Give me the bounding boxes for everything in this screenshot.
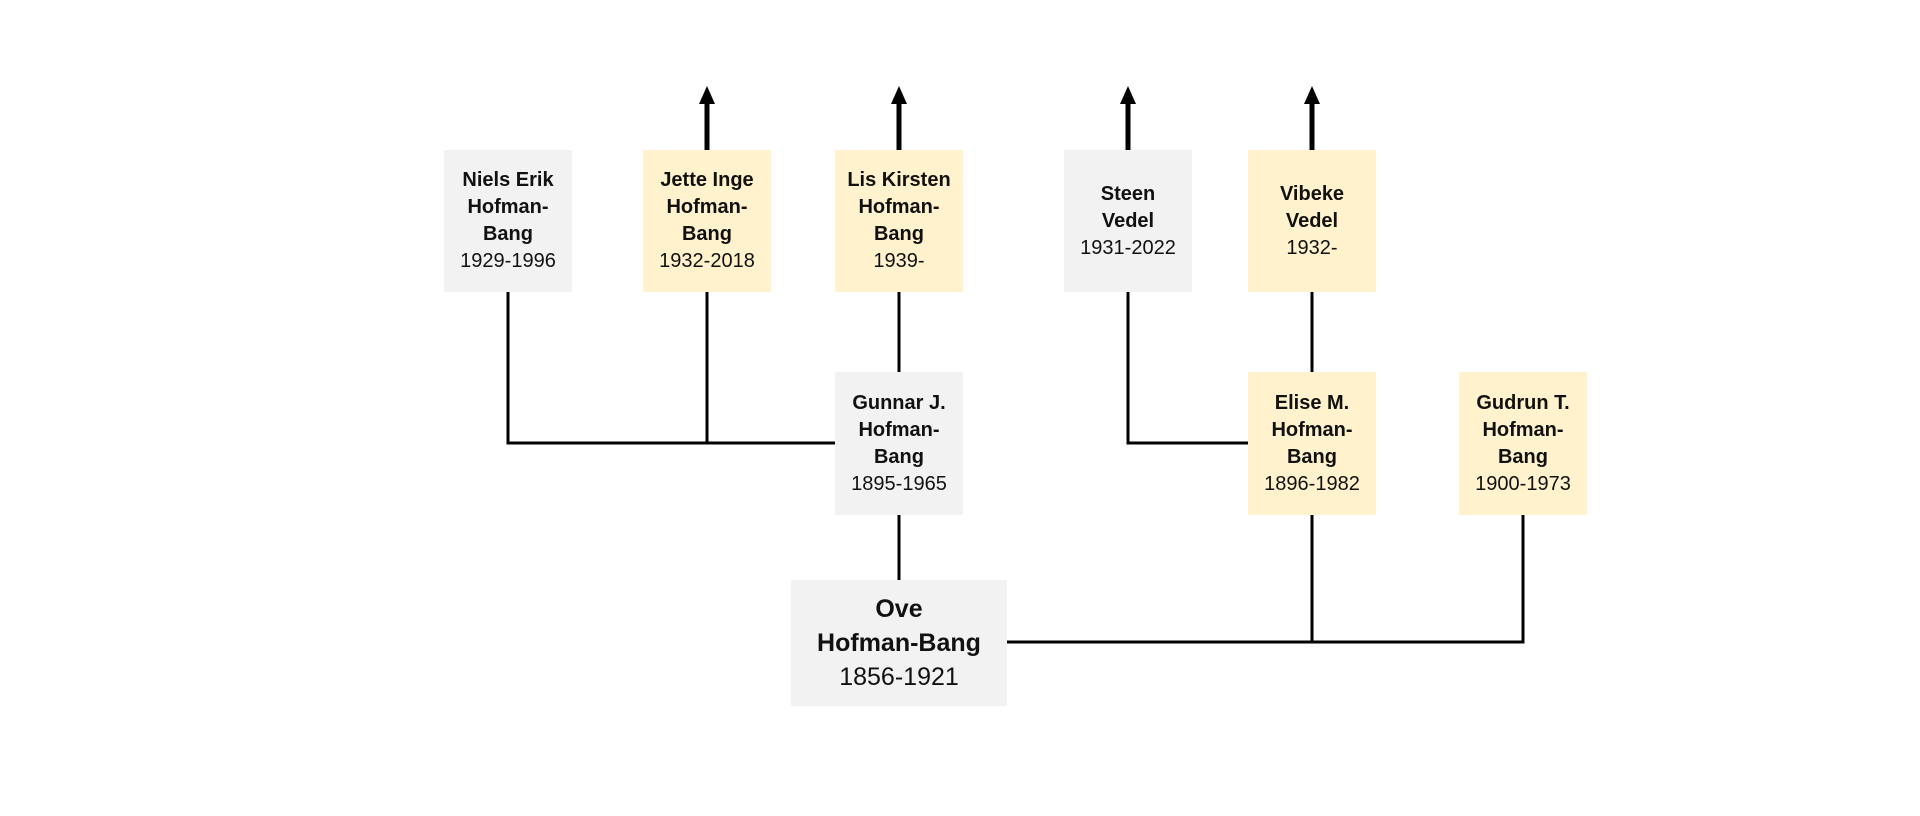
arrow-up-icon bbox=[1120, 86, 1136, 104]
person-dates: 1932-2018 bbox=[659, 250, 755, 272]
person-box-niels: Niels Erik Hofman- Bang 1929-1996 bbox=[444, 150, 572, 292]
person-box-gudrun: Gudrun T. Hofman- Bang 1900-1973 bbox=[1459, 372, 1587, 515]
connector-ove-daughters bbox=[1007, 515, 1525, 644]
person-box-lis: Lis Kirsten Hofman- Bang 1939- bbox=[835, 150, 963, 292]
arrow-up-icon bbox=[891, 86, 907, 104]
person-dates: 1900-1973 bbox=[1475, 472, 1571, 495]
person-dates: 1939- bbox=[873, 250, 925, 272]
person-dates: 1896-1982 bbox=[1264, 472, 1360, 495]
person-name: Niels Erik Hofman- Bang bbox=[462, 169, 554, 245]
person-name: Lis Kirsten Hofman- Bang bbox=[847, 169, 951, 245]
person-box-vibeke: Vibeke Vedel 1932- bbox=[1248, 150, 1376, 292]
person-box-ove: Ove Hofman-Bang 1856-1921 bbox=[791, 580, 1007, 706]
person-name: Vibeke Vedel bbox=[1279, 182, 1345, 232]
person-box-gunnar: Gunnar J. Hofman- Bang 1895-1965 bbox=[835, 372, 963, 515]
connector-gunnar-children bbox=[506, 292, 901, 445]
connector-elise-children bbox=[1126, 292, 1314, 445]
person-box-elise: Elise M. Hofman- Bang 1896-1982 bbox=[1248, 372, 1376, 515]
person-name: Gunnar J. Hofman- Bang bbox=[852, 391, 946, 468]
person-box-jette: Jette Inge Hofman- Bang 1932-2018 bbox=[643, 150, 771, 292]
arrow-up-icon bbox=[1304, 86, 1320, 104]
person-name: Elise M. Hofman- Bang bbox=[1271, 391, 1353, 468]
person-name: Jette Inge Hofman- Bang bbox=[660, 169, 754, 245]
person-name: Gudrun T. Hofman- Bang bbox=[1476, 391, 1570, 468]
person-name: Steen Vedel bbox=[1100, 182, 1156, 232]
person-box-steen: Steen Vedel 1931-2022 bbox=[1064, 150, 1192, 292]
person-dates: 1931-2022 bbox=[1080, 236, 1176, 259]
arrow-up-icon bbox=[699, 86, 715, 104]
person-dates: 1895-1965 bbox=[851, 472, 947, 495]
person-name: Ove Hofman-Bang bbox=[817, 595, 981, 657]
person-dates: 1856-1921 bbox=[839, 663, 959, 691]
person-dates: 1932- bbox=[1286, 236, 1338, 259]
person-dates: 1929-1996 bbox=[460, 250, 556, 272]
